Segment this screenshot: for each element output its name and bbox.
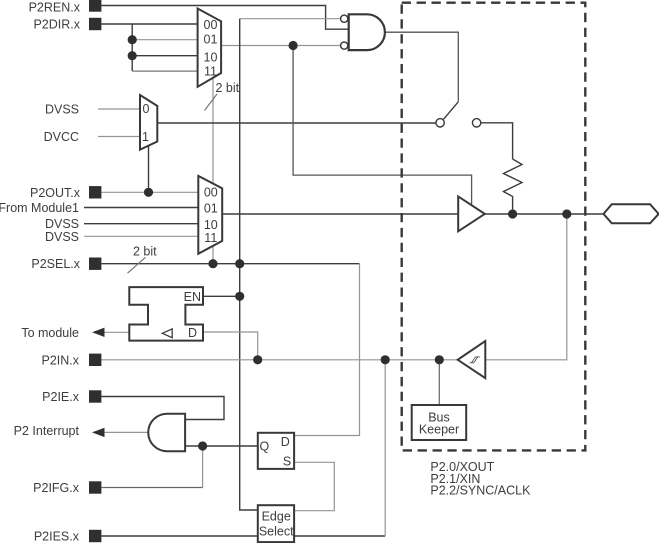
svg-text:01: 01 <box>204 33 218 47</box>
svg-text:P2.1/XIN: P2.1/XIN <box>430 472 480 486</box>
svg-text:From Module1: From Module1 <box>0 201 79 215</box>
svg-text:Keeper: Keeper <box>419 422 459 436</box>
svg-text:00: 00 <box>204 18 218 32</box>
svg-text:P2IE.x: P2IE.x <box>42 390 80 404</box>
svg-text:Q: Q <box>260 440 270 454</box>
svg-text:2 bit: 2 bit <box>133 245 157 259</box>
svg-text:P2.2/SYNC/ACLK: P2.2/SYNC/ACLK <box>430 484 531 498</box>
svg-text:Bus: Bus <box>428 411 450 425</box>
svg-text:P2IN.x: P2IN.x <box>41 353 79 367</box>
svg-text:P2REN.x: P2REN.x <box>29 1 81 15</box>
svg-text:01: 01 <box>204 201 218 215</box>
svg-text:Select: Select <box>259 524 294 538</box>
svg-text:11: 11 <box>204 231 217 245</box>
svg-text:P2IFG.x: P2IFG.x <box>33 481 80 495</box>
svg-text:DVCC: DVCC <box>44 130 79 144</box>
svg-text:2 bit: 2 bit <box>216 81 240 95</box>
svg-text:DVSS: DVSS <box>45 230 79 244</box>
svg-text:DVSS: DVSS <box>45 103 79 117</box>
svg-text:DVSS: DVSS <box>45 217 79 231</box>
svg-text:To module: To module <box>21 326 79 340</box>
svg-text:D: D <box>188 326 197 340</box>
svg-text:P2SEL.x: P2SEL.x <box>31 257 80 271</box>
svg-text:00: 00 <box>204 186 218 200</box>
svg-text:10: 10 <box>204 218 218 232</box>
svg-text:0: 0 <box>143 102 150 116</box>
svg-text:P2OUT.x: P2OUT.x <box>30 186 81 200</box>
svg-text:10: 10 <box>204 50 218 64</box>
svg-text:P2.0/XOUT: P2.0/XOUT <box>430 460 494 474</box>
svg-text:D: D <box>281 435 290 449</box>
svg-text:EN: EN <box>184 290 201 304</box>
svg-text:11: 11 <box>204 65 217 79</box>
svg-text:P2DIR.x: P2DIR.x <box>33 18 80 32</box>
svg-text:P2 Interrupt: P2 Interrupt <box>14 424 80 438</box>
svg-text:P2IES.x: P2IES.x <box>34 530 80 543</box>
svg-text:1: 1 <box>142 130 149 144</box>
svg-text:Edge: Edge <box>262 510 291 524</box>
svg-text:S: S <box>283 454 291 468</box>
